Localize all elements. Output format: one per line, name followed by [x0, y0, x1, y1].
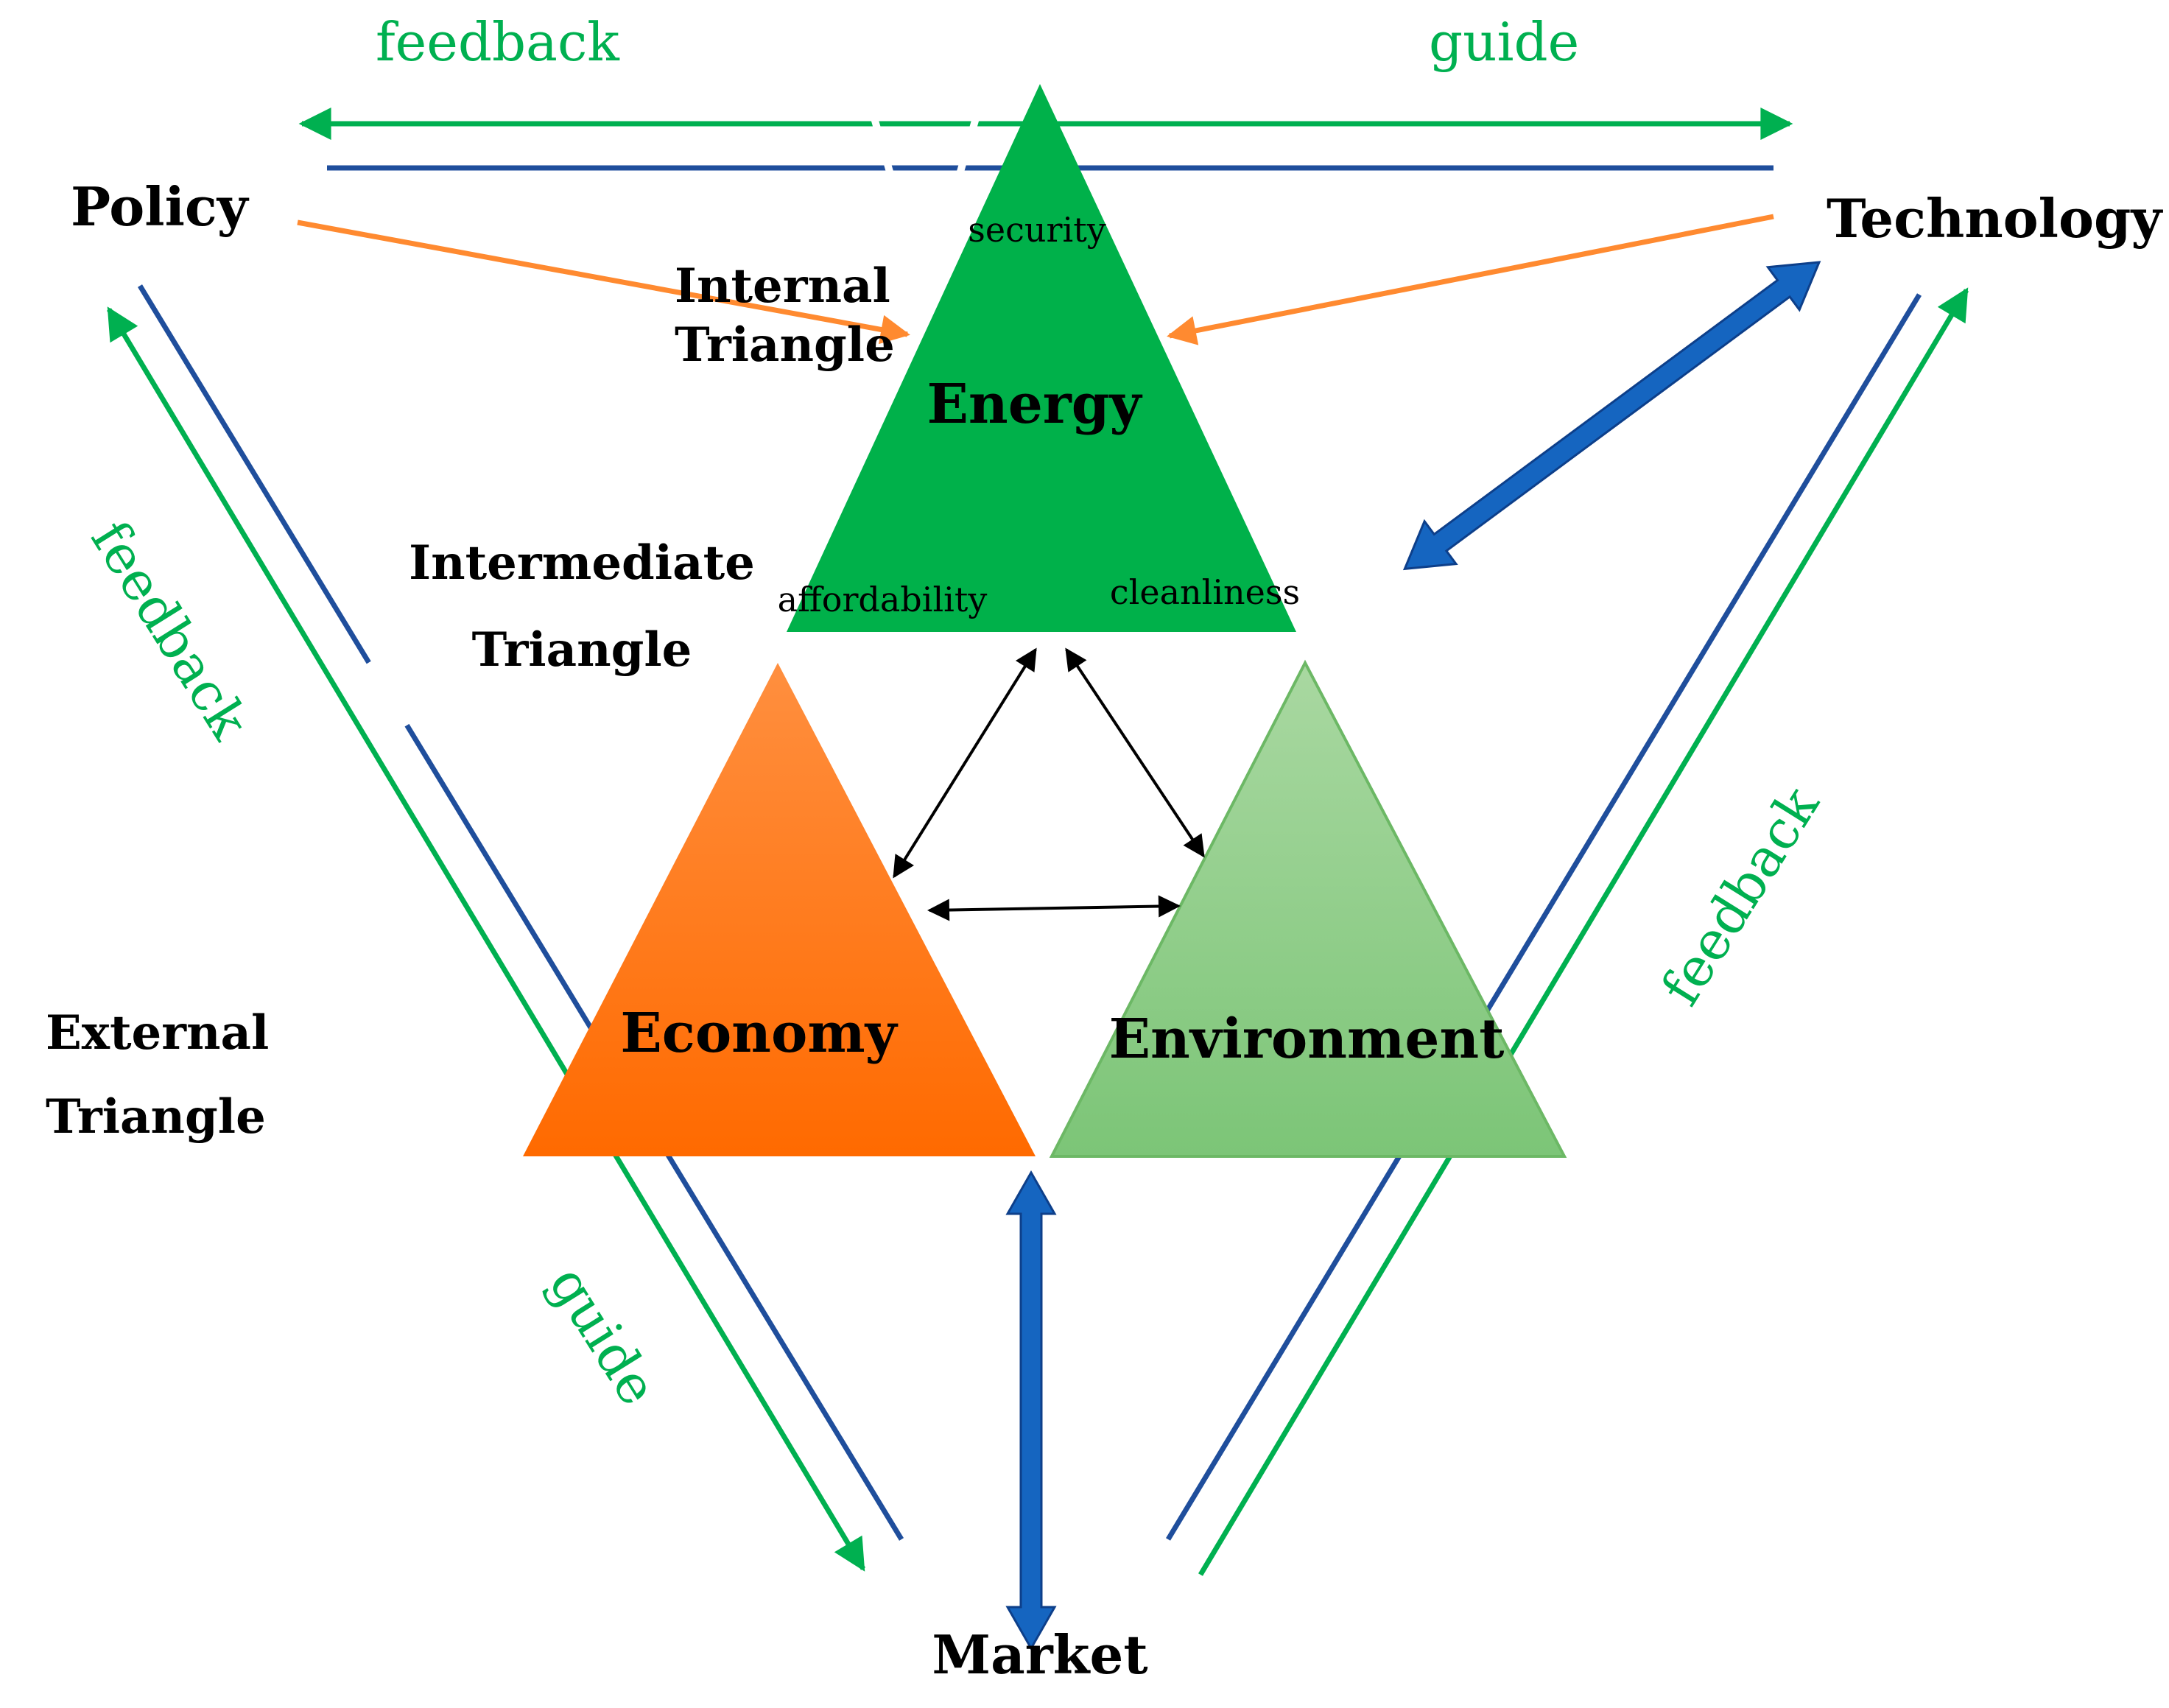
top-line-gap-2: [955, 109, 982, 178]
policy-to-energy-arrow: [297, 219, 910, 345]
right-feedback-label: feedback: [1649, 776, 1831, 1016]
security-label: security: [968, 210, 1105, 250]
economy-environment-arrow: [927, 895, 1181, 921]
top-line-gap: [868, 109, 895, 178]
top-feedback-label: feedback: [376, 11, 620, 73]
left-green-double-arrow: [106, 306, 866, 1572]
left-feedback-label: feedback: [80, 510, 261, 750]
intermediate-triangle-label-2: Triangle: [472, 622, 692, 678]
environment-label: Environment: [1109, 1008, 1505, 1071]
affordability-label: affordability: [778, 580, 988, 619]
market-thick-arrow: [1005, 1170, 1057, 1651]
economy-label: Economy: [620, 1002, 898, 1065]
market-label: Market: [932, 1623, 1147, 1686]
external-triangle-label-2: Triangle: [46, 1089, 266, 1145]
energy-triangle: [787, 84, 1296, 632]
internal-triangle-label-2: Triangle: [675, 317, 895, 373]
right-green-arrow: [1198, 287, 1969, 1576]
internal-triangle-label-1: Internal: [675, 259, 890, 314]
external-triangle-label-1: External: [46, 1005, 269, 1061]
technology-energy-thick-arrow: [1402, 261, 1821, 571]
left-line-gap: [364, 660, 411, 728]
policy-label: Policy: [71, 175, 250, 238]
energy-label: Energy: [927, 373, 1142, 436]
intermediate-triangle-label-1: Intermediate: [409, 535, 755, 591]
environment-triangle: [1049, 659, 1567, 1158]
technology-label: Technology: [1827, 187, 2163, 250]
economy-triangle: [523, 663, 1036, 1156]
cleanliness-label: cleanliness: [1110, 572, 1300, 612]
top-guide-label: guide: [1429, 11, 1579, 73]
left-guide-label: guide: [538, 1255, 669, 1416]
energy-environment-arrow: [1065, 647, 1205, 858]
technology-to-energy-arrow: [1167, 214, 1774, 345]
energy-economy-arrow: [893, 647, 1037, 879]
right-blue-line: [1166, 293, 1922, 1541]
